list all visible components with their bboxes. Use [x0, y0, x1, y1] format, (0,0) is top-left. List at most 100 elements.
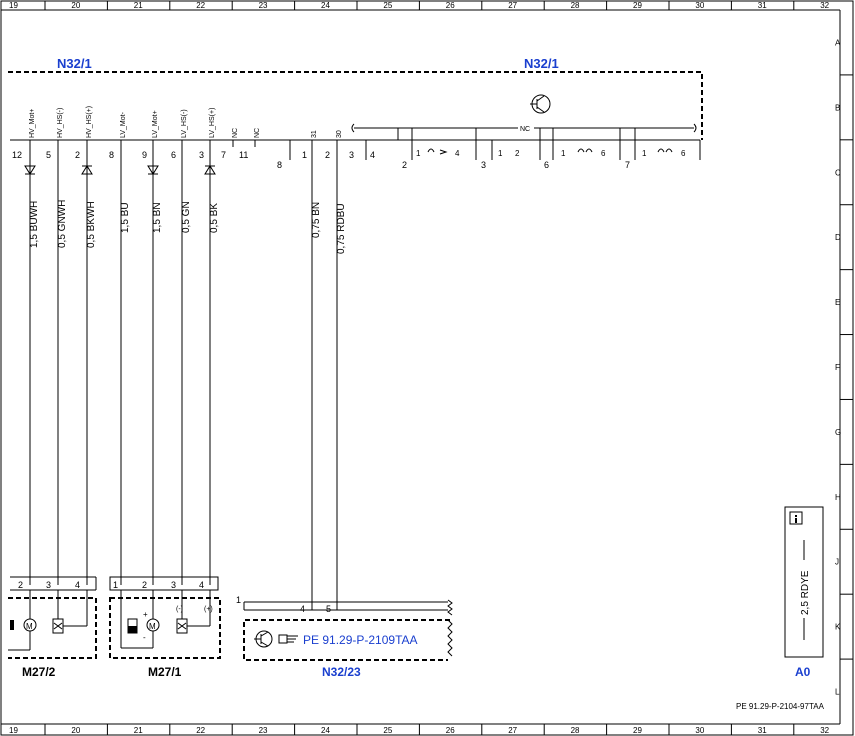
wire-label-7: 0,5 BK: [209, 203, 220, 233]
column-number: 32: [820, 726, 829, 735]
pin-hv-hs-plus: HV_HS(+): [86, 106, 93, 138]
sub-pin-1a: 1: [416, 149, 421, 158]
pin-num-c1: 1: [302, 150, 307, 160]
motor-icon: M: [8, 590, 37, 651]
group-num-3: 3: [481, 160, 486, 170]
motor-minus-sign: -: [143, 633, 146, 642]
reference-link[interactable]: PE 91.29-P-2109TAA: [303, 633, 418, 647]
n32-23-pin-5: 5: [326, 604, 331, 614]
pin-num-8: 8: [109, 150, 114, 160]
row-letter: A: [835, 38, 841, 47]
row-letter: L: [835, 688, 840, 697]
row-letter: G: [835, 428, 841, 437]
column-number: 29: [633, 726, 642, 735]
pin-name-labels: HV_Mot+ HV_HS(-) HV_HS(+) LV_Mot- LV_Mot…: [29, 106, 343, 138]
column-number: 28: [571, 1, 580, 10]
column-number: 23: [259, 1, 268, 10]
pin-hv-mot-plus: HV_Mot+: [29, 109, 36, 138]
group-num-6: 6: [544, 160, 549, 170]
column-number: 31: [758, 1, 767, 10]
column-number: 30: [695, 726, 704, 735]
column-number: 23: [259, 726, 268, 735]
column-number: 20: [71, 1, 80, 10]
sensor-plus-sign: (+): [204, 606, 213, 613]
column-number: 19: [9, 1, 18, 10]
m27-1-label: M27/1: [148, 665, 182, 679]
wire-label-1: 1,5 BUWH: [29, 201, 40, 248]
wire-label-6: 0,5 GN: [181, 201, 192, 233]
row-letter: J: [835, 558, 839, 567]
sub-pin-1b: 1: [498, 149, 503, 158]
wire-label-4: 1,5 BU: [120, 202, 131, 233]
sub-pin-1d: 1: [642, 149, 647, 158]
row-letter: B: [835, 103, 840, 112]
pin-lv-hs-plus: LV_HS(+): [209, 108, 216, 138]
pin-num-9: 9: [142, 150, 147, 160]
m27-2-pin-2: 2: [18, 580, 23, 590]
column-number: 24: [321, 726, 330, 735]
a0-component[interactable]: 2,5 RDYE A0: [784, 506, 824, 679]
m27-2-pin-4: 4: [75, 580, 80, 590]
pin-num-c2: 2: [325, 150, 330, 160]
m27-1-pin-4: 4: [199, 580, 204, 590]
m27-2-motor[interactable]: 2 3 4 M M27/2: [8, 576, 97, 679]
wire-label-8: 0,75 BN: [311, 202, 322, 238]
motor-icon: M + -: [120, 590, 160, 649]
pin-num-7: 7: [221, 150, 226, 160]
column-number: 25: [383, 1, 392, 10]
column-number: 26: [446, 726, 455, 735]
row-letter: H: [835, 493, 841, 502]
wire-label-9: 0,75 RDBU: [336, 203, 347, 254]
motor-m-label: M: [26, 622, 33, 631]
sub-pin-4a: 4: [455, 149, 460, 158]
n32-1-module[interactable]: N32/1 N32/1: [8, 56, 703, 141]
column-number: 29: [633, 1, 642, 10]
group-num-2: 2: [402, 160, 407, 170]
group-num-7: 7: [625, 160, 630, 170]
column-number: 27: [508, 726, 517, 735]
sensor-icon: (-) (+): [176, 590, 213, 634]
column-number: 20: [71, 726, 80, 735]
motor-m-label: M: [149, 622, 156, 631]
m27-2-pin-3: 3: [46, 580, 51, 590]
n32-23-pin-4: 4: [300, 604, 305, 614]
pin-num-3: 3: [199, 150, 204, 160]
pin-num-2: 2: [75, 150, 80, 160]
pin-hv-hs-minus: HV_HS(-): [57, 108, 64, 138]
arrow-down-icon: [147, 165, 159, 175]
m27-2-label: M27/2: [22, 665, 56, 679]
n32-23-module[interactable]: 1 4 5 PE 91.29-P-2109TAA N32/23: [236, 595, 453, 679]
wire-label-5: 1,5 BN: [152, 202, 163, 233]
column-number: 21: [134, 1, 143, 10]
row-letter: C: [835, 168, 841, 177]
column-number: 31: [758, 726, 767, 735]
pin-nc-1: NC: [232, 128, 239, 138]
m27-1-pin-3: 3: [171, 580, 176, 590]
column-number: 27: [508, 1, 517, 10]
wire-label-2: 0,5 GNWH: [57, 200, 68, 248]
column-number: 30: [695, 1, 704, 10]
m27-1-motor[interactable]: 1 2 3 4 M + - (-) (+) M27/1: [109, 576, 221, 679]
pin-nc-2: NC: [254, 128, 261, 138]
document-id: PE 91.29-P-2104-97TAA: [736, 702, 825, 711]
row-letter: E: [835, 298, 840, 307]
n32-1-left-label: N32/1: [57, 56, 92, 71]
arrow-down-icon: [24, 165, 36, 175]
nc-bus: NC: [351, 123, 697, 140]
pin-num-c8: 8: [277, 160, 282, 170]
sensor-icon: [52, 590, 88, 634]
a0-label: A0: [795, 665, 811, 679]
column-number: 25: [383, 726, 392, 735]
pin-num-12: 12: [12, 150, 22, 160]
column-number: 26: [446, 1, 455, 10]
wires: 1,5 BUWH 0,5 GNWH 0,5 BKWH 1,5 BU 1,5 BN…: [24, 147, 347, 610]
row-letter: K: [835, 623, 841, 632]
pin-num-c3: 3: [349, 150, 354, 160]
transistor-icon: [254, 630, 273, 648]
pin-num-5: 5: [46, 150, 51, 160]
transistor-icon: [530, 94, 551, 114]
connector-pins: 12 5 2 8 9 6 3 7 11 8 1 2 3 4 2 1 4 3 1 …: [12, 140, 701, 170]
